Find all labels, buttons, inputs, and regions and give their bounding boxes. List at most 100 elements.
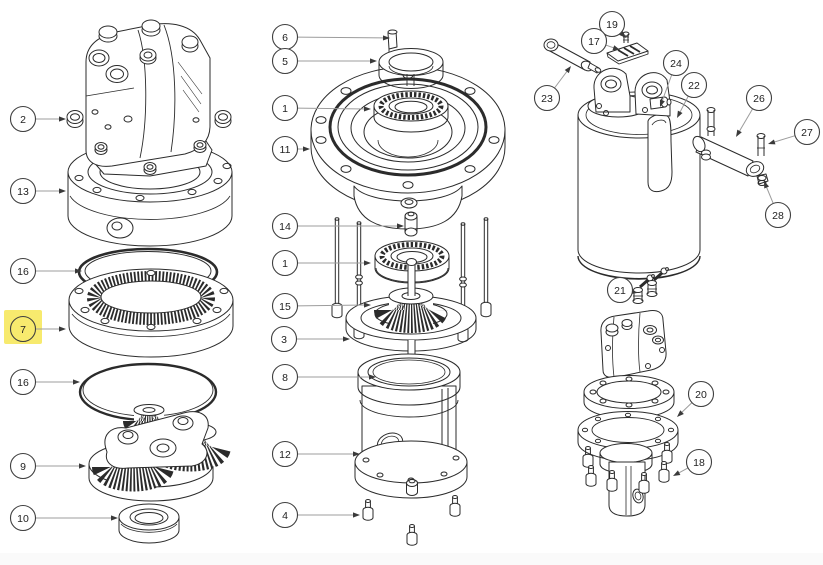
callout-17[interactable]: 17 (580, 27, 621, 55)
callout-circle (793, 118, 821, 146)
callout-number: 12 (279, 449, 291, 461)
callout-16[interactable]: 16 (9, 368, 81, 396)
art-clevis-pin (543, 38, 602, 74)
callout-1[interactable]: 1 (271, 249, 372, 277)
leader-arrowhead (303, 146, 310, 152)
callout-23[interactable]: 23 (533, 66, 572, 112)
callout-18[interactable]: 18 (673, 448, 713, 477)
callout-6[interactable]: 6 (271, 23, 391, 51)
leader-arrowhead (73, 379, 80, 385)
callout-7[interactable]: 7 (4, 310, 66, 344)
leader-line (772, 135, 796, 144)
art-planet-carrier (88, 404, 231, 502)
callout-15[interactable]: 15 (271, 292, 372, 320)
callout-number: 5 (282, 56, 288, 68)
art-hydraulic-motor (85, 19, 213, 177)
leader-line (678, 95, 689, 114)
callout-circle (606, 276, 634, 304)
leader-arrowhead (75, 268, 82, 274)
callout-13[interactable]: 13 (9, 177, 67, 205)
callout-number: 2 (20, 114, 26, 126)
callout-27[interactable]: 27 (768, 118, 821, 146)
callout-circle (271, 135, 299, 163)
callout-circle (533, 84, 561, 112)
callout-9[interactable]: 9 (9, 452, 87, 480)
callout-11[interactable]: 11 (271, 135, 311, 163)
leader-arrowhead (353, 451, 360, 457)
callout-16[interactable]: 16 (9, 257, 83, 285)
leader-arrowhead (397, 223, 404, 229)
leader-arrowhead (343, 336, 350, 342)
leader-arrowhead (564, 66, 571, 74)
callout-circle (9, 177, 37, 205)
art-seal-ring-and-pin (378, 29, 444, 89)
leader-arrowhead (111, 515, 118, 521)
callout-circle (271, 501, 299, 529)
callout-circle (9, 368, 37, 396)
callout-10[interactable]: 10 (9, 504, 119, 532)
callout-28[interactable]: 28 (764, 181, 792, 229)
leader-arrowhead (673, 470, 681, 476)
callout-circle (271, 440, 299, 468)
leader-line (680, 402, 693, 414)
art-bearing-upper (373, 90, 449, 133)
callout-3[interactable]: 3 (270, 325, 351, 353)
callout-number: 15 (279, 301, 291, 313)
leader-line (554, 69, 569, 89)
callout-circle (662, 49, 690, 77)
callout-4[interactable]: 4 (271, 501, 361, 529)
callout-number: 6 (282, 32, 288, 44)
callout-number: 14 (279, 221, 291, 233)
callout-number: 10 (17, 513, 29, 525)
art-grease-fittings (632, 267, 669, 304)
callout-number: 13 (17, 186, 29, 198)
callout-12[interactable]: 12 (271, 440, 361, 468)
callout-number: 9 (20, 461, 26, 473)
leader-arrowhead (363, 106, 371, 112)
callout-26[interactable]: 26 (736, 84, 773, 138)
callout-24[interactable]: 24 (659, 49, 690, 108)
callout-circle (271, 249, 299, 277)
callout-circle (9, 257, 37, 285)
callout-circle (271, 363, 299, 391)
callout-22[interactable]: 22 (677, 71, 708, 119)
leader-arrowhead (370, 58, 377, 64)
leader-arrowhead (612, 45, 620, 51)
callout-circle (271, 292, 299, 320)
callout-number: 21 (614, 285, 626, 297)
highlight-marker (4, 310, 42, 344)
callout-number: 3 (281, 334, 287, 346)
callout-21[interactable]: 21 (606, 276, 638, 304)
art-link-rod (692, 107, 769, 186)
leader-arrowhead (79, 463, 86, 469)
leader-line (297, 107, 367, 110)
callout-1[interactable]: 1 (271, 94, 372, 122)
callout-14[interactable]: 14 (271, 212, 405, 240)
callout-number: 17 (588, 36, 600, 48)
callout-number: 24 (670, 58, 682, 70)
callout-8[interactable]: 8 (271, 363, 377, 391)
leader-arrowhead (59, 326, 66, 332)
leader-line (661, 74, 673, 103)
footer-strip (0, 553, 823, 565)
art-right-top-assembly (543, 31, 769, 280)
callout-number: 16 (17, 266, 29, 278)
art-name-plate (606, 42, 649, 65)
callout-number: 1 (282, 258, 288, 270)
callout-20[interactable]: 20 (677, 380, 715, 418)
art-output-shaft (599, 443, 653, 517)
callout-layer: 2131671691065111141153812419172324222627… (4, 10, 821, 532)
leader-arrowhead (764, 181, 770, 189)
leader-line (738, 108, 754, 133)
callout-2[interactable]: 2 (9, 105, 67, 133)
callout-circle (271, 212, 299, 240)
callout-19[interactable]: 19 (598, 10, 627, 39)
callout-number: 20 (695, 389, 707, 401)
callout-circle (764, 201, 792, 229)
callout-number: 27 (801, 127, 813, 139)
callout-5[interactable]: 5 (271, 47, 378, 75)
callout-number: 7 (20, 324, 26, 336)
leader-arrowhead (364, 260, 371, 266)
